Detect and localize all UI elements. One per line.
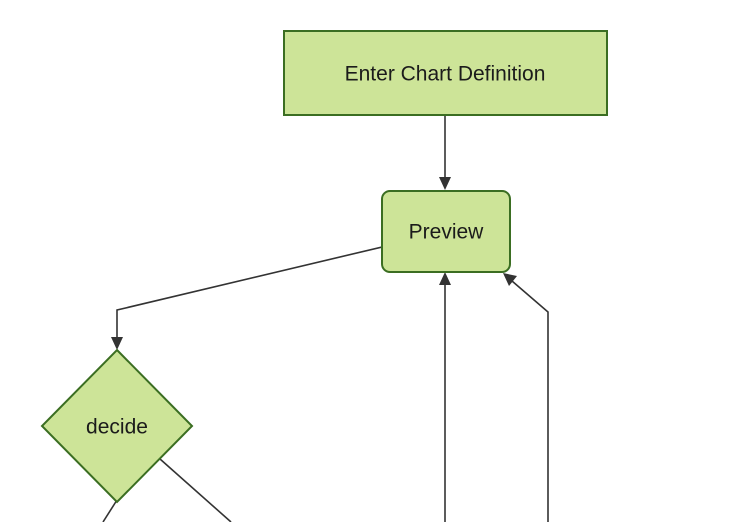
arrowhead-icon <box>439 177 451 190</box>
arrowhead-icon <box>503 273 517 286</box>
edge-offscreen-to-preview-corner <box>511 280 549 522</box>
arrowhead-icon <box>111 337 123 350</box>
node-enter-chart-definition-shape <box>283 30 608 116</box>
edge-decide-to-offscreen-right <box>159 458 232 522</box>
arrowhead-icon <box>439 272 451 285</box>
node-preview-shape <box>381 190 511 273</box>
node-decide-shape <box>40 348 194 504</box>
edge-preview-to-decide <box>116 246 383 341</box>
edge-decide-to-offscreen-left <box>102 499 118 522</box>
